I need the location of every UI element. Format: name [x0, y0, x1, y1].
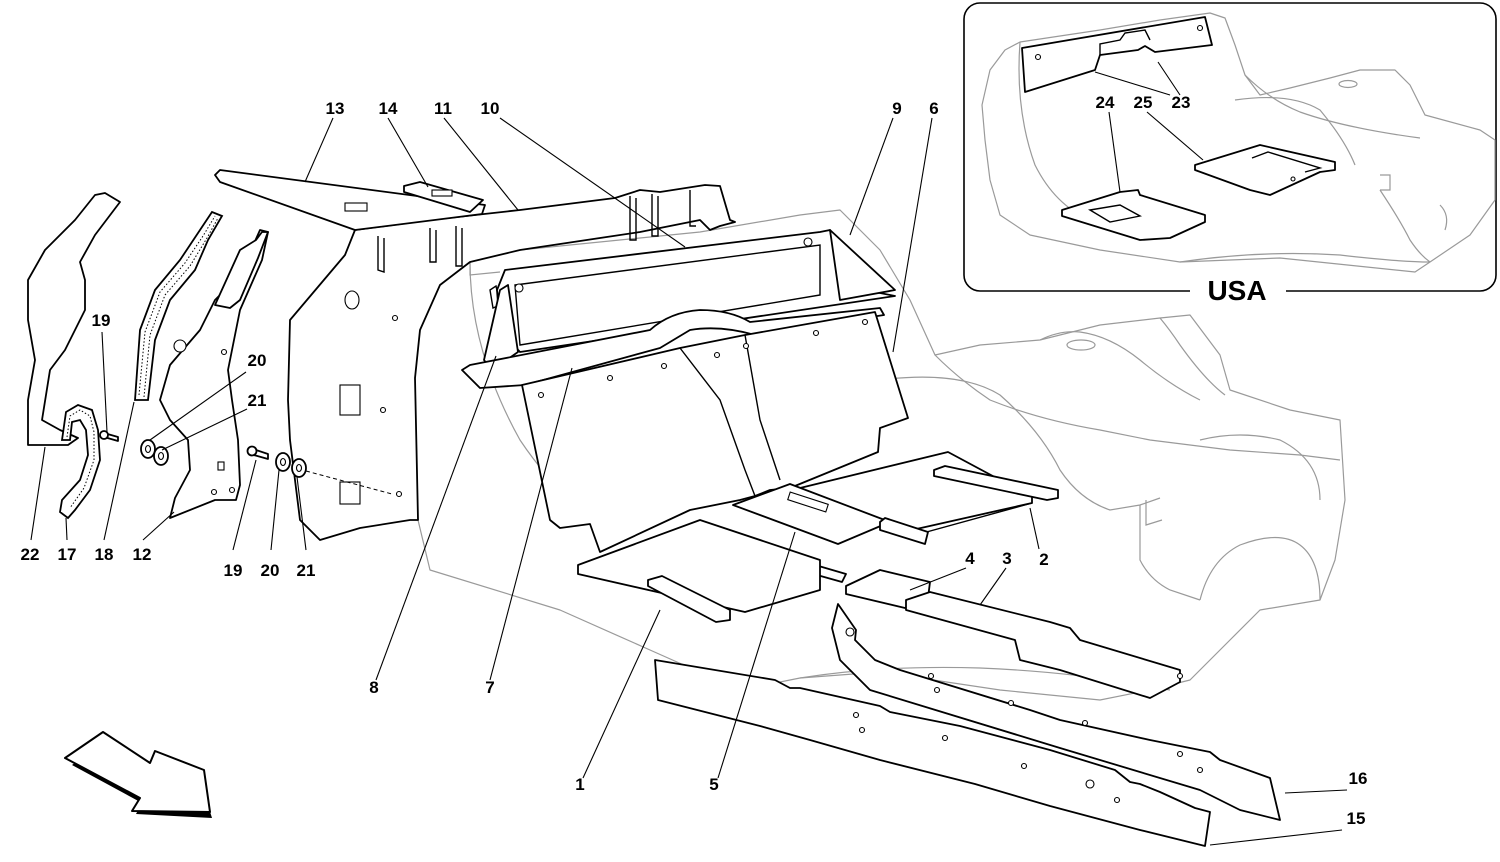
part-1-left-floor-mat	[577, 519, 821, 623]
callout-10: 10	[481, 99, 500, 118]
callout-17: 17	[58, 545, 77, 564]
callout-14: 14	[379, 99, 398, 118]
callout-20-left: 20	[248, 351, 267, 370]
callout-1: 1	[575, 775, 584, 794]
direction-arrow-icon	[64, 731, 212, 818]
part-23-inset-panel	[1021, 16, 1213, 93]
callout-5: 5	[709, 775, 718, 794]
part-22-pillar-panel	[27, 192, 121, 446]
inset-title-backdrop	[1190, 274, 1286, 308]
inset-title: USA	[1207, 275, 1266, 306]
part-25-inset-pad	[1194, 144, 1336, 196]
callout-4: 4	[965, 549, 975, 568]
callout-labels: 13 14 11 10 9 6 8 7 1 5 2 4 3 16 15 19 2…	[21, 99, 1368, 828]
inset-leader-lines	[1094, 61, 1204, 193]
callout-12: 12	[133, 545, 152, 564]
part-16-rear-sill	[831, 603, 1281, 821]
inset-callout-24: 24	[1096, 93, 1115, 112]
fastener-group-right	[246, 445, 393, 495]
callout-8: 8	[369, 678, 378, 697]
callout-2: 2	[1039, 550, 1048, 569]
callout-21-right: 21	[297, 561, 316, 580]
part-7-shelf-ledge	[461, 307, 885, 389]
callout-22: 22	[21, 545, 40, 564]
callout-18: 18	[95, 545, 114, 564]
callout-20-right: 20	[261, 561, 280, 580]
leader-lines	[30, 117, 1348, 846]
part-13-top-trim	[214, 169, 486, 231]
part-9-side-gusset	[829, 229, 896, 301]
callout-16: 16	[1349, 769, 1368, 788]
part-24-inset-pad	[1061, 189, 1206, 241]
part-14-top-pad	[403, 181, 484, 213]
part-18-foam-seal	[134, 210, 224, 401]
inset-callout-23: 23	[1172, 93, 1191, 112]
part-11-bulkhead-panel	[287, 184, 736, 541]
callout-7: 7	[485, 678, 494, 697]
inset-callout-25: 25	[1134, 93, 1153, 112]
callout-13: 13	[326, 99, 345, 118]
callout-3: 3	[1002, 549, 1011, 568]
part-15-front-sill	[654, 659, 1211, 847]
callout-15: 15	[1347, 809, 1366, 828]
part-17-hook-seal	[59, 404, 101, 520]
callout-11: 11	[434, 99, 452, 118]
part-3-floor-strip	[905, 591, 1184, 699]
callout-19-left: 19	[92, 311, 111, 330]
usa-inset: 23 24 25 USA	[963, 2, 1497, 308]
fastener-group-left	[99, 430, 169, 466]
callout-9: 9	[892, 99, 901, 118]
callout-19-right: 19	[224, 561, 243, 580]
part-6-rear-carpet	[521, 311, 909, 553]
callout-21-left: 21	[248, 391, 267, 410]
part-12-side-trim	[159, 229, 269, 519]
callout-6: 6	[929, 99, 938, 118]
